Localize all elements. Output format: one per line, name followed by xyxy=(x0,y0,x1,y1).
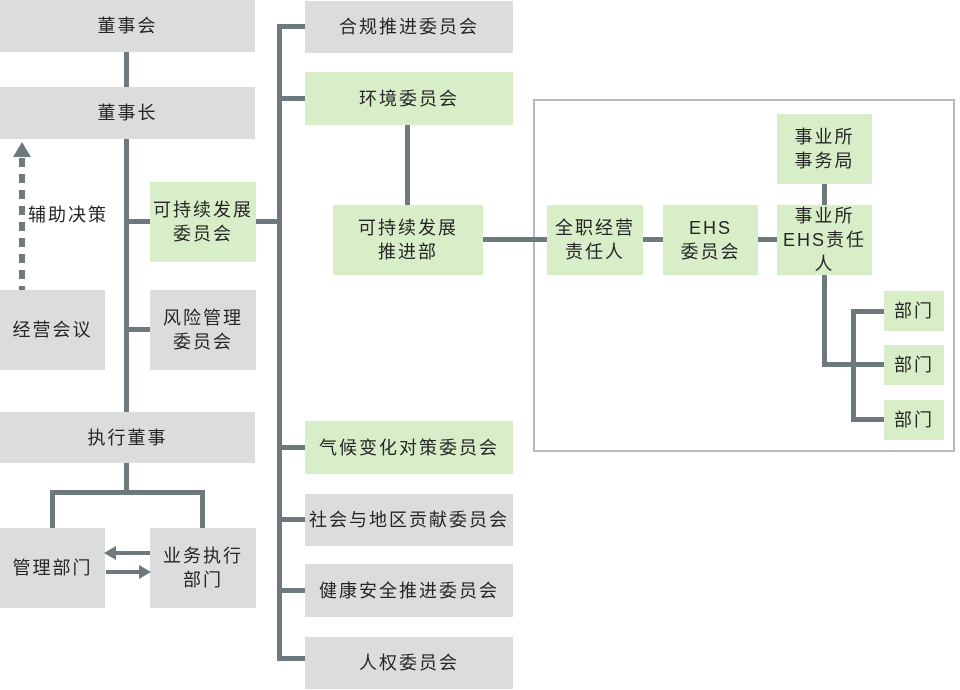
aux-decision-label: 辅助决策 xyxy=(28,205,108,225)
node-mgmt-meeting: 经营会议 xyxy=(0,290,105,370)
stub-environment xyxy=(282,96,305,101)
connector-to-dept1 xyxy=(854,309,884,314)
stub-human-rights xyxy=(277,656,305,661)
node-biz-exec-dept: 业务执行 部门 xyxy=(150,528,256,608)
node-climate-committee: 气候变化对策委员会 xyxy=(305,421,513,474)
node-admin-dept: 管理部门 xyxy=(0,528,105,608)
node-social-committee: 社会与地区贡献委员会 xyxy=(305,494,513,546)
connector-sustain-midtrunk xyxy=(256,219,280,224)
node-health-safety-committee: 健康安全推进委员会 xyxy=(305,564,513,617)
node-ehs-committee: EHS 委员会 xyxy=(663,205,758,275)
connector-exec-branch-v xyxy=(124,463,129,492)
stub-climate xyxy=(282,445,305,450)
connector-bureau-officeehs xyxy=(822,184,827,205)
node-environment-committee: 环境委员会 xyxy=(305,72,513,125)
connector-branch-admin xyxy=(50,490,55,528)
connector-environment-sustaindept xyxy=(405,125,410,205)
connector-branch-bizexec xyxy=(200,490,205,528)
connector-mid-trunk xyxy=(277,24,282,661)
connector-officeehs-down xyxy=(822,275,827,367)
connector-trunk-sustain xyxy=(129,219,150,224)
node-board: 董事会 xyxy=(0,0,255,52)
connector-fulltime-ehs xyxy=(643,237,663,242)
node-human-rights-committee: 人权委员会 xyxy=(305,637,513,689)
arrow-right-icon xyxy=(139,565,151,579)
arrow-left-icon xyxy=(104,546,116,560)
connector-chairman-exec xyxy=(124,139,129,412)
ehs-group-frame xyxy=(533,99,955,452)
arrow-to-admin-shaft xyxy=(115,551,150,555)
node-dept-2: 部门 xyxy=(884,345,944,385)
arrow-to-bizexec-shaft xyxy=(106,570,140,574)
arrow-up-icon xyxy=(13,142,31,157)
connector-ehs-officeehs xyxy=(758,237,777,242)
node-office-ehs-manager: 事业所 EHS责任人 xyxy=(777,205,872,275)
node-dept-3: 部门 xyxy=(884,400,944,440)
connector-board-chairman xyxy=(124,52,129,87)
stub-compliance xyxy=(282,24,305,29)
node-chairman: 董事长 xyxy=(0,87,255,139)
node-sustain-promotion-dept: 可持续发展 推进部 xyxy=(333,205,483,275)
connector-sustaindept-fulltime xyxy=(483,237,547,242)
node-fulltime-manager: 全职经营 责任人 xyxy=(547,205,643,275)
node-dept-1: 部门 xyxy=(884,291,944,331)
node-sustain-committee: 可持续发展 委员会 xyxy=(150,182,256,262)
node-risk-committee: 风险管理 委员会 xyxy=(150,290,256,370)
node-exec-director: 执行董事 xyxy=(0,412,255,463)
node-compliance-committee: 合规推进委员会 xyxy=(305,1,513,53)
connector-branch-h xyxy=(50,490,205,495)
connector-dept-bracket xyxy=(851,309,856,422)
stub-health-safety xyxy=(282,588,305,593)
stub-social xyxy=(282,517,305,522)
connector-trunk-risk xyxy=(129,327,150,332)
dashed-line-mgmt-chairman xyxy=(19,158,25,290)
node-office-bureau: 事业所 事务局 xyxy=(777,114,872,184)
connector-to-dept3 xyxy=(854,417,884,422)
